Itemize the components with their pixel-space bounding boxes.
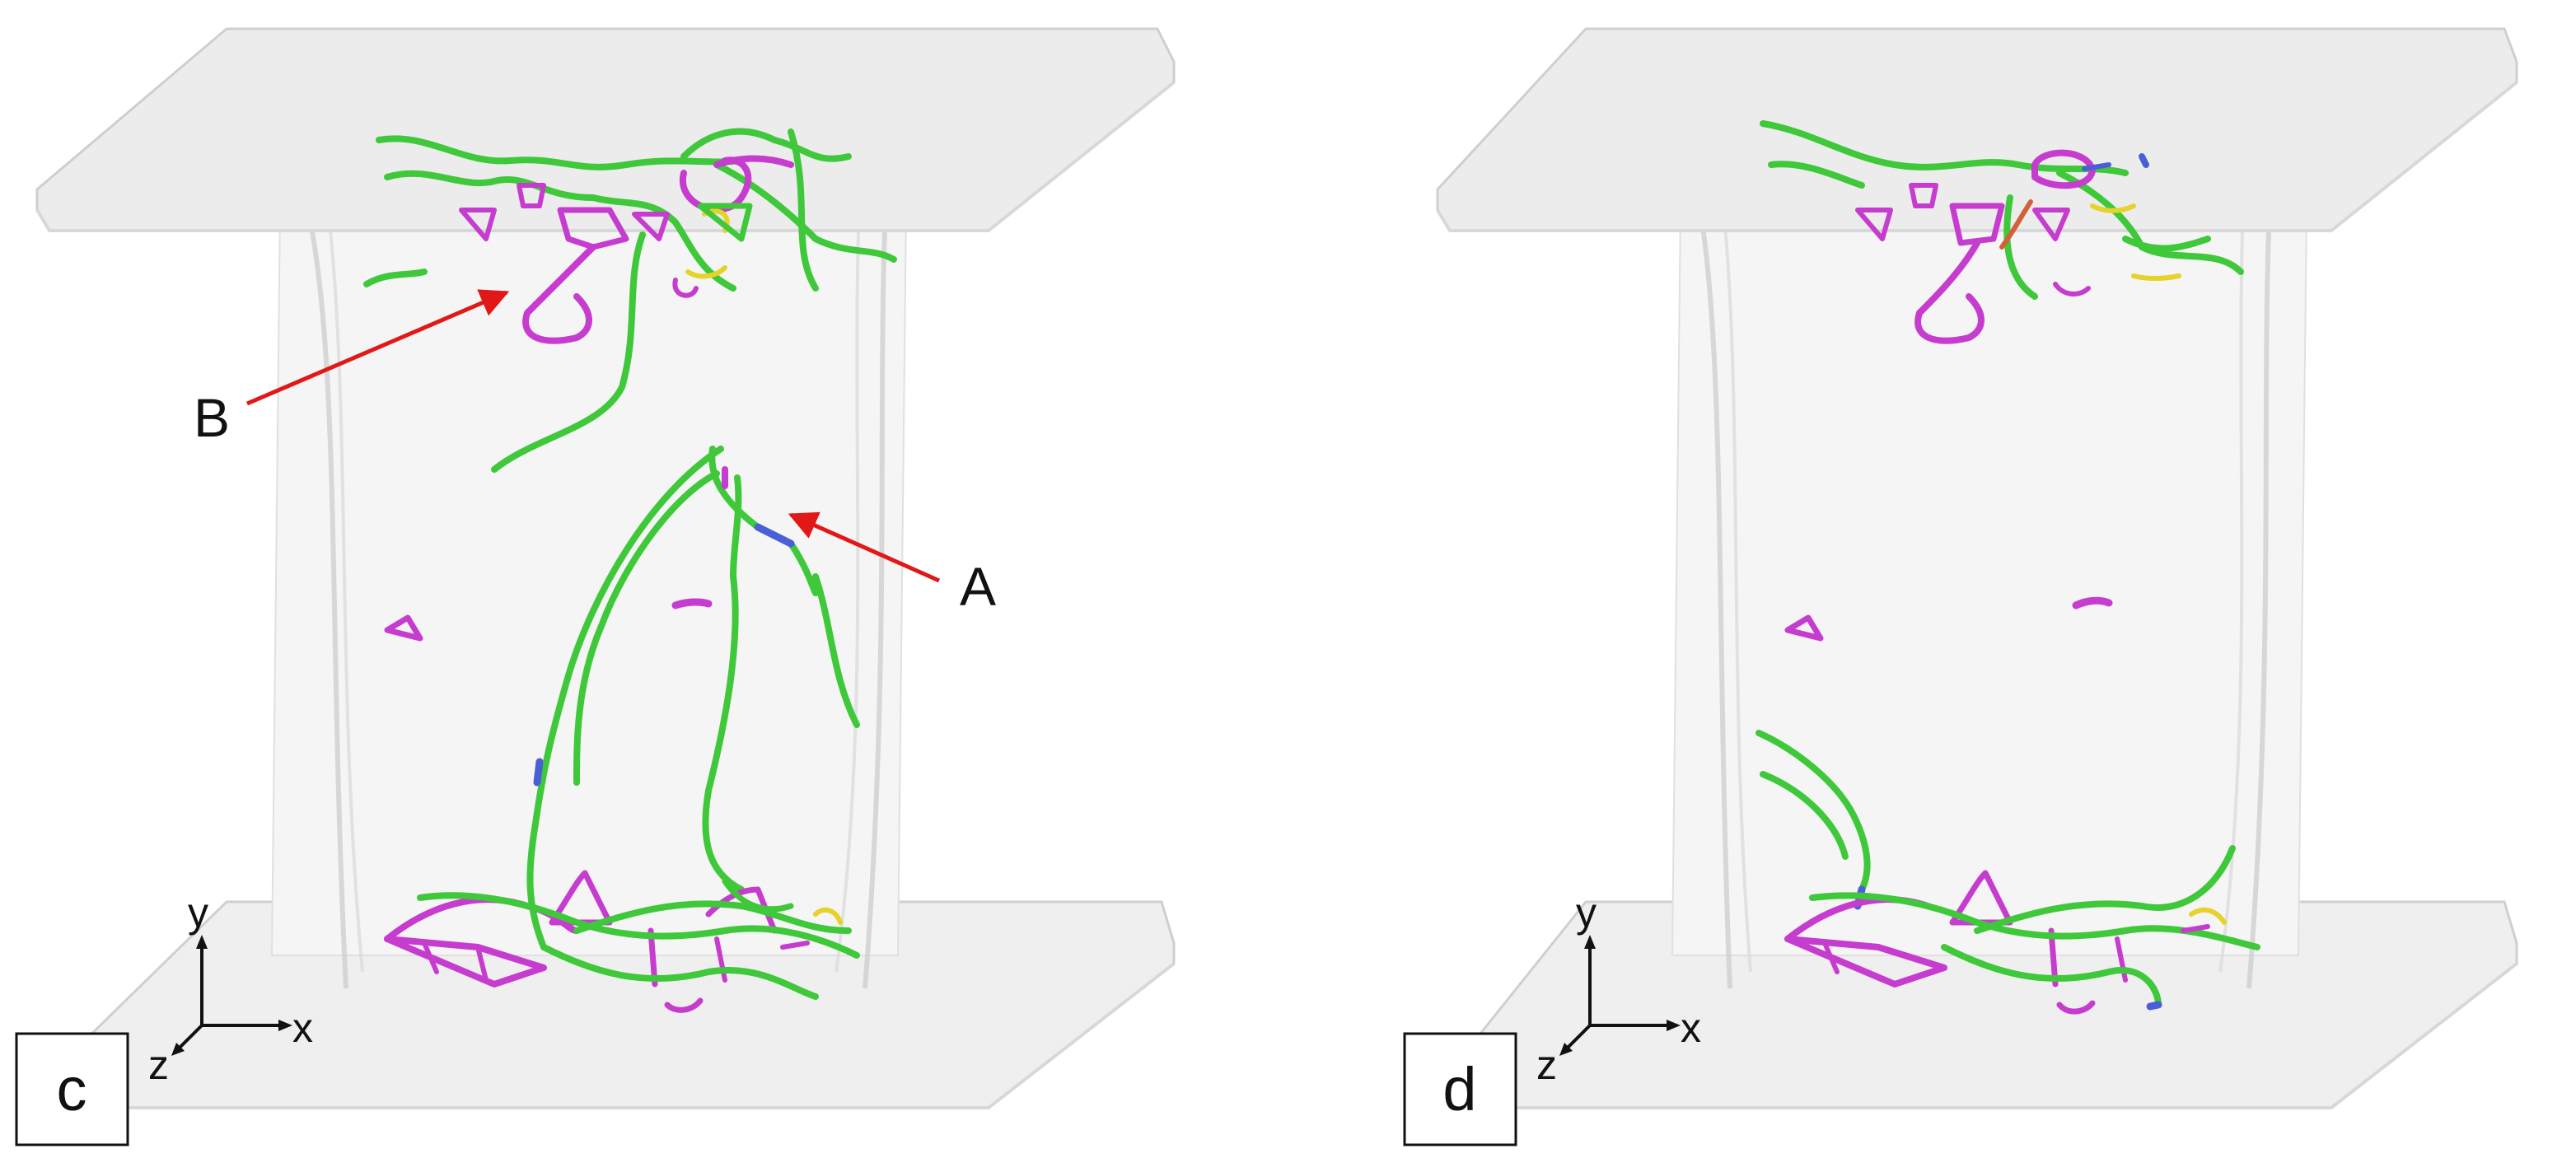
grain-volume-d (1671, 139, 2308, 989)
dislocations-bottom-d (1756, 730, 2260, 1015)
top-slab-d (1436, 27, 2518, 232)
panel-d: y x z d (1403, 27, 2518, 1146)
top-slab (35, 27, 1176, 232)
axis-x-label-c: x (292, 1005, 313, 1051)
callout-a: A (788, 511, 996, 617)
grain-volume (270, 138, 908, 989)
callout-b: B (194, 289, 510, 448)
dislocations-top-d (1760, 120, 2244, 344)
panel-c-box: c (15, 1032, 129, 1146)
axes-triad-d (1559, 935, 1681, 1056)
callout-a-label: A (960, 556, 996, 617)
axis-x-label-d: x (1681, 1005, 1701, 1051)
axis-z-label-c: z (148, 1042, 169, 1088)
panel-d-box: d (1403, 1032, 1517, 1146)
axis-y-label-c: y (188, 890, 208, 936)
axis-z-label-d: z (1536, 1042, 1557, 1088)
axes-triad-c (171, 935, 292, 1056)
panel-c: B A y x z c (15, 27, 1176, 1146)
panel-d-letter: d (1442, 1055, 1476, 1123)
axis-y-label-d: y (1576, 890, 1597, 936)
dislocations-middle-d (1784, 596, 2113, 642)
callout-b-label: B (194, 387, 230, 448)
dislocations-bottom-c (384, 870, 860, 1013)
panel-c-letter: c (57, 1055, 87, 1123)
dislocations-top-c (363, 128, 897, 473)
dislocations-middle-c (384, 446, 860, 950)
